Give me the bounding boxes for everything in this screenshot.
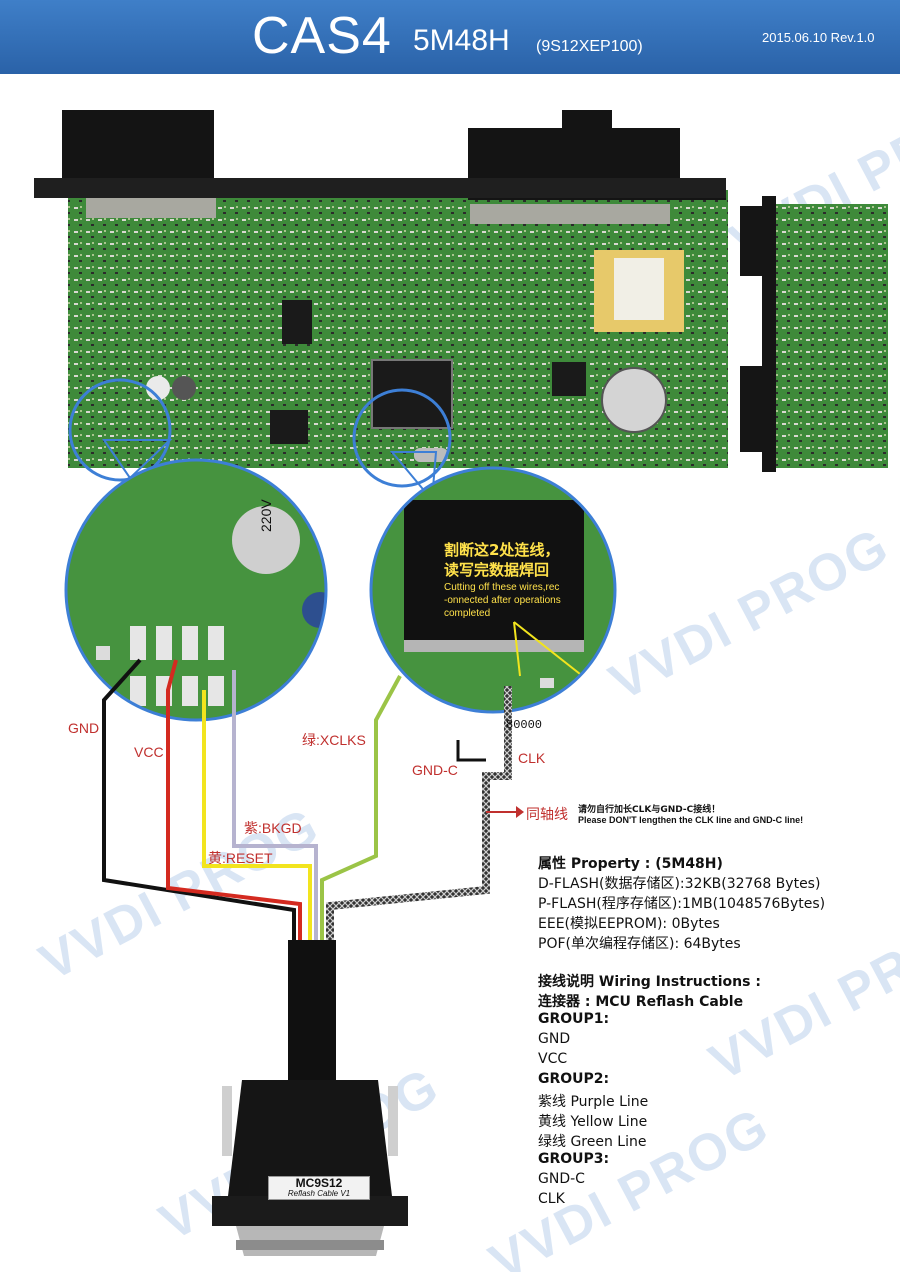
left-zoom-circle (64, 378, 328, 722)
coax-warning-cn: 请勿自行加长CLK与GND-C接线！ (578, 805, 721, 815)
label-green-xclks: 绿:XCLKS (302, 732, 366, 748)
label-clk: CLK (518, 750, 546, 766)
db25-connector (212, 1080, 408, 1256)
label-coax: 同轴线 (526, 806, 568, 822)
capacitor-voltage: 220V (258, 499, 274, 532)
gnd-wire (102, 658, 296, 1080)
wiring-heading: 接线说明 Wiring Instructions : (538, 974, 761, 990)
group1-heading: GROUP1: (538, 1011, 610, 1027)
coax-cable (326, 686, 512, 1080)
label-gnd: GND (68, 720, 100, 736)
group2-item: 黄线 Yellow Line (538, 1114, 648, 1130)
cut-note-en-line2: -onnected after operations (444, 595, 561, 606)
model-number: 5M48H (413, 24, 510, 57)
property-line: D-FLASH(数据存储区):32KB(32768 Bytes) (538, 876, 821, 892)
chip-name: (9S12XEP100) (536, 38, 643, 55)
label-vcc: VCC (134, 744, 164, 760)
property-line: POF(单次编程存储区): 64Bytes (538, 936, 741, 952)
revision-date: 2015.06.10 Rev.1.0 (762, 30, 875, 45)
group2-item: 紫线 Purple Line (538, 1094, 649, 1110)
group3-item: CLK (538, 1191, 565, 1207)
group3-heading: GROUP3: (538, 1151, 610, 1167)
right-zoom-circle (352, 388, 617, 714)
label-yellow-reset: 黄:RESET (208, 850, 273, 866)
connector-name: MC9S12 (295, 1176, 343, 1190)
label-gnd-c: GND-C (412, 762, 458, 778)
connector-label: MC9S12 Reflash Cable V1 (268, 1176, 370, 1200)
property-heading: 属性 Property : (5M48H) (538, 856, 723, 872)
property-line: EEE(模拟EEPROM): 0Bytes (538, 916, 720, 932)
header-bar: CAS4 5M48H (9S12XEP100) 2015.06.10 Rev.1… (0, 0, 900, 74)
group2-item: 绿线 Green Line (538, 1134, 647, 1150)
connector-subtitle: Reflash Cable V1 (287, 1189, 351, 1198)
group2-heading: GROUP2: (538, 1071, 610, 1087)
page-title: CAS4 (252, 7, 392, 65)
group1-item: VCC (538, 1051, 568, 1067)
property-line: P-FLASH(程序存储区):1MB(1048576Bytes) (538, 896, 826, 912)
group3-item: GND-C (538, 1171, 585, 1187)
label-purple-bkgd: 紫:BKGD (244, 820, 302, 836)
wiring-connector: 连接器 : MCU Reflash Cable (538, 994, 744, 1010)
group1-item: GND (538, 1031, 571, 1047)
cut-note-en-line1: Cutting off these wires,rec (444, 582, 560, 593)
cut-wire-note: 割断这2处连线， 读写完数据焊回 Cutting off these wires… (444, 540, 594, 619)
coax-warning-en: Please DON'T lengthen the CLK line and G… (578, 815, 804, 825)
cut-note-cn-line2: 读写完数据焊回 (444, 561, 550, 579)
cut-note-en-line3: completed (444, 608, 491, 619)
cut-note-cn-line1: 割断这2处连线， (444, 541, 560, 559)
wire-bundle (102, 658, 524, 1080)
pcb-board (34, 110, 888, 472)
crystal-marking: 80000 (506, 718, 543, 732)
